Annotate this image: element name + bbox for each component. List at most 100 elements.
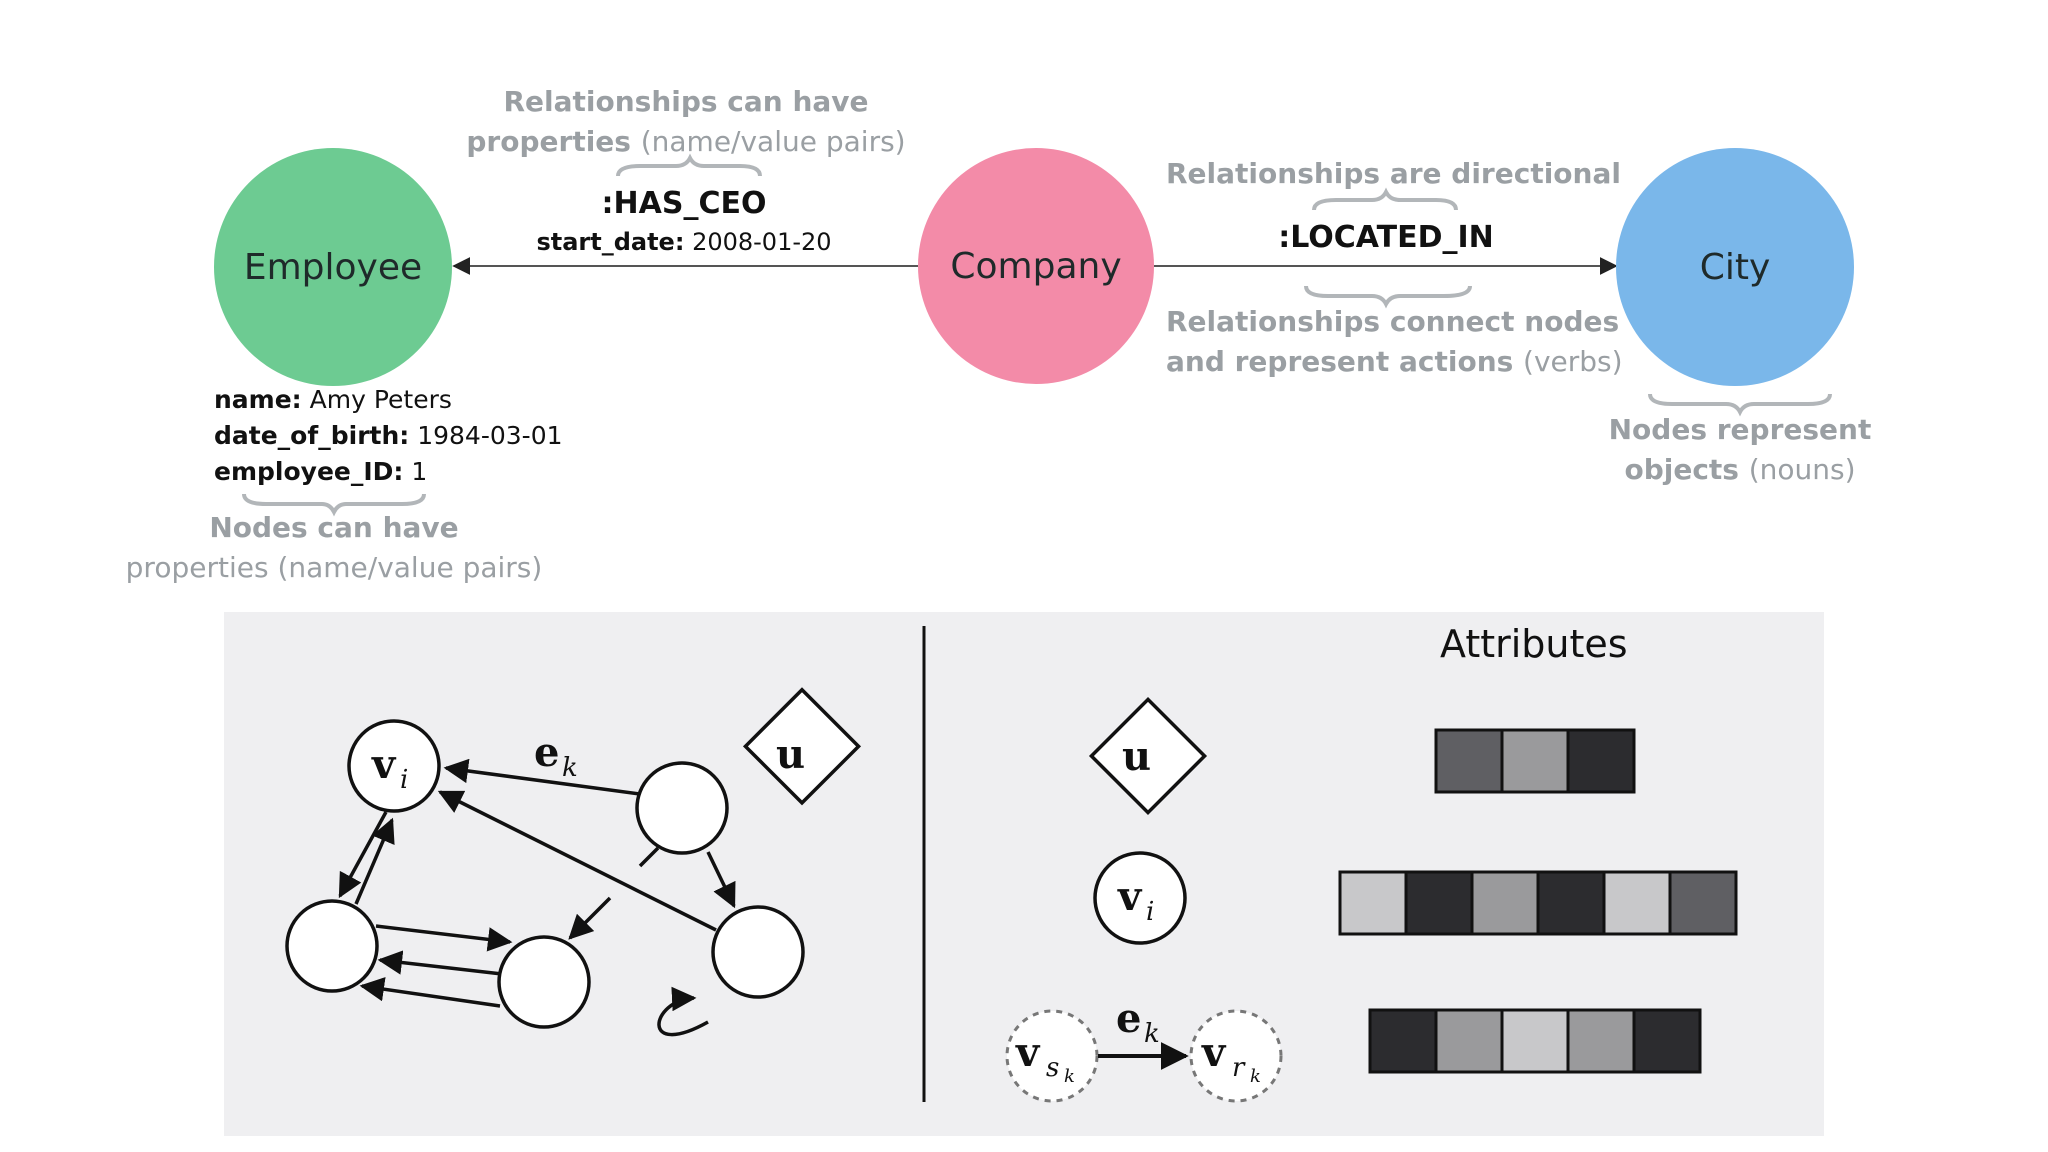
node-vi [347, 719, 441, 813]
employee-node: Employee [214, 148, 452, 386]
node-left [285, 899, 379, 993]
sender-subsub: k [1064, 1066, 1075, 1087]
edge-long [437, 790, 717, 932]
property-value: 1 [411, 457, 428, 486]
note-nodes-objects-line1: Nodes represent [1608, 413, 1872, 446]
sender-node [1005, 1009, 1099, 1103]
property-value: 1984-03-01 [417, 421, 563, 450]
has-ceo-property: start_date: 2008-01-20 [524, 228, 844, 256]
note-connect-actions-light: (verbs) [1523, 345, 1623, 378]
note-connect-actions-line1: Relationships connect nodes [1166, 305, 1620, 338]
note-relationship-properties: Relationships can have properties (name/… [456, 82, 916, 162]
property-key: date_of_birth: [214, 421, 410, 450]
node-vi-right [1093, 851, 1187, 945]
node-attribute-cell [1668, 870, 1738, 936]
brace-rel-props [616, 153, 762, 177]
edge-stub-1 [638, 846, 660, 868]
vi-sub-left: i [400, 765, 408, 795]
note-nodes-objects-bold: objects [1624, 453, 1739, 486]
legend-symbols [1005, 696, 1283, 1103]
global-attribute-cell [1434, 728, 1504, 794]
global-attribute-cell [1500, 728, 1570, 794]
receiver-label: v [1201, 1029, 1227, 1076]
edge-down-right [706, 851, 736, 909]
node-attribute-cell [1338, 870, 1408, 936]
employee-property-row: date_of_birth: 1984-03-01 [214, 418, 563, 454]
node-attribute-cell [1602, 870, 1672, 936]
edge-left-1 [377, 950, 503, 976]
employee-property-row: name: Amy Peters [214, 382, 563, 418]
employee-node-label: Employee [243, 246, 423, 288]
note-directional: Relationships are directional [1166, 157, 1621, 190]
node-right [711, 905, 805, 999]
u-label-right: u [1122, 733, 1151, 780]
edge-right [375, 924, 513, 952]
global-attribute-vector [1434, 728, 1636, 794]
sender-sub: s [1046, 1053, 1059, 1083]
edge-attribute-cell [1566, 1008, 1636, 1074]
edge-attribute-cell [1434, 1008, 1504, 1074]
brace-nodes-objects [1648, 393, 1832, 417]
company-node-label: Company [950, 245, 1122, 287]
node-attribute-cell [1404, 870, 1474, 936]
note-nodes-objects: Nodes represent objects (nouns) [1590, 410, 1890, 490]
city-node: City [1616, 148, 1854, 386]
edge-attribute-vector [1368, 1008, 1702, 1074]
note-nodes-properties-line1: Nodes can have [209, 511, 459, 544]
property-value: Amy Peters [309, 385, 452, 414]
global-attribute-cell [1566, 728, 1636, 794]
property-key: employee_ID: [214, 457, 404, 486]
brace-directional [1312, 187, 1458, 211]
edge-left-2 [359, 977, 501, 1008]
note-nodes-properties: Nodes can have properties (name/value pa… [114, 508, 554, 588]
has-ceo-property-value: 2008-01-20 [692, 228, 832, 256]
global-diamond-right [1088, 696, 1208, 816]
vi-sub-right: i [1146, 897, 1154, 927]
node-attribute-cell [1470, 870, 1540, 936]
has-ceo-type-label: :HAS_CEO [601, 186, 767, 221]
brace-nodes-props [242, 493, 426, 517]
company-node: Company [918, 148, 1154, 384]
sender-label: v [1015, 1029, 1041, 1076]
receiver-sub: r [1232, 1053, 1246, 1083]
graph-nodes [285, 687, 862, 1029]
edge-attribute-cell [1500, 1008, 1570, 1074]
note-connect-actions-bold: and represent actions [1166, 345, 1514, 378]
ek-sub-right: k [1144, 1019, 1160, 1049]
edge-ek [443, 758, 641, 796]
node-top-right [635, 761, 729, 855]
vi-label-left: v [371, 741, 397, 788]
note-relationship-properties-light: (name/value pairs) [640, 125, 906, 158]
note-nodes-properties-line2: properties (name/value pairs) [125, 551, 543, 584]
note-relationship-properties-bold: properties [466, 125, 631, 158]
located-in-type-label: :LOCATED_IN [1278, 220, 1494, 255]
has-ceo-property-key: start_date: [536, 228, 685, 256]
ek-sub-left: k [562, 753, 578, 783]
note-nodes-objects-light: (nouns) [1748, 453, 1856, 486]
edge-attribute-cell [1632, 1008, 1702, 1074]
ek-label-right: e [1116, 995, 1141, 1042]
employee-property-row: employee_ID: 1 [214, 454, 563, 490]
edge-attribute-cell [1368, 1008, 1438, 1074]
attributes-title: Attributes [1440, 622, 1628, 666]
brace-connect [1304, 285, 1472, 309]
u-label-left: u [776, 731, 805, 778]
note-connect-actions: Relationships connect nodes and represen… [1166, 302, 1623, 382]
receiver-node [1189, 1009, 1283, 1103]
graph-edges [338, 758, 736, 1037]
ek-label-left: e [534, 729, 559, 776]
city-node-label: City [1699, 246, 1771, 288]
receiver-subsub: k [1250, 1066, 1261, 1087]
edge-vi-up [354, 817, 395, 905]
property-key: name: [214, 385, 302, 414]
vi-label-right: v [1117, 873, 1143, 920]
edge-stub-2 [568, 896, 612, 940]
employee-properties: name: Amy Peters date_of_birth: 1984-03-… [214, 382, 563, 490]
top-relationship-lines [242, 153, 1832, 517]
global-diamond-left [742, 687, 862, 806]
node-middle [497, 935, 591, 1029]
node-attribute-vector [1338, 870, 1738, 936]
note-relationship-properties-line1: Relationships can have [503, 85, 869, 118]
node-attribute-cell [1536, 870, 1606, 936]
